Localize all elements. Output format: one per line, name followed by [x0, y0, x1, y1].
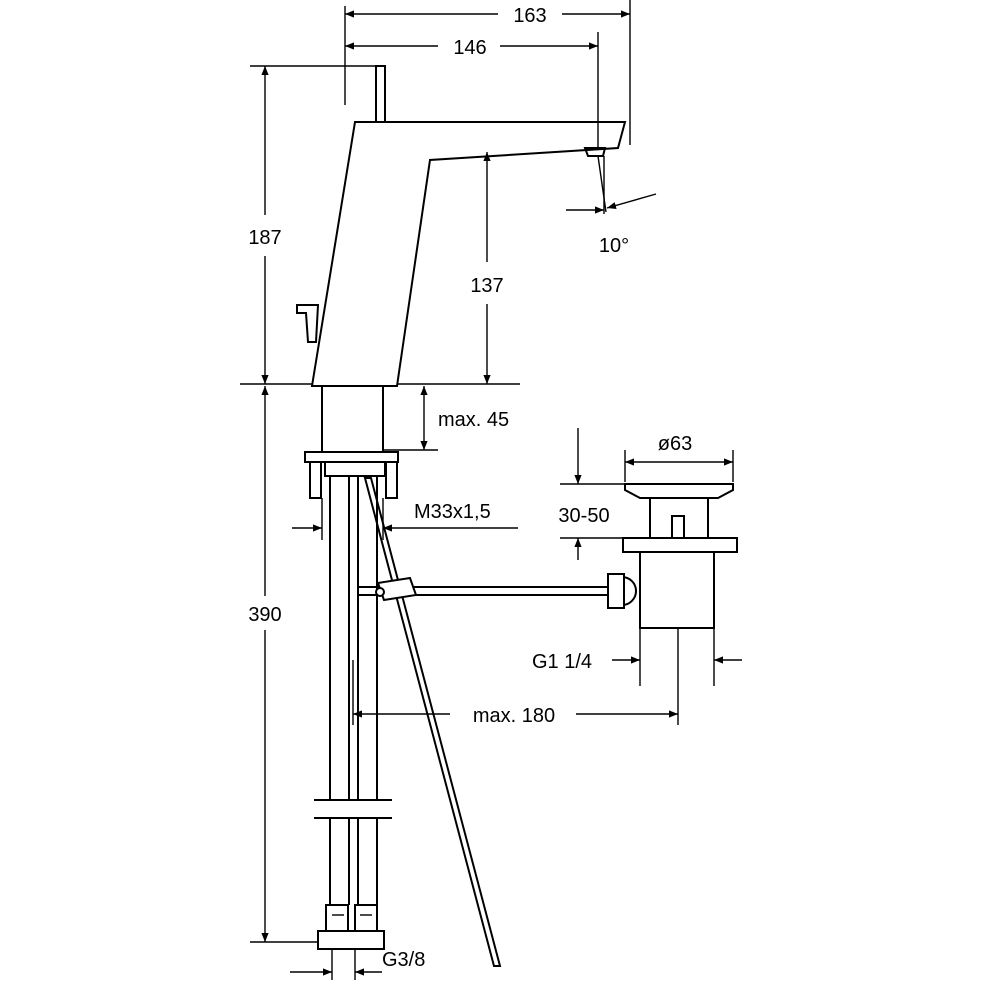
dim-spout-angle: 10°	[566, 155, 657, 257]
label-max-thickness: max. 45	[438, 409, 509, 431]
label-thread: M33x1,5	[414, 501, 491, 523]
dim-rod-max: max. 180	[352, 660, 678, 727]
label-supply-thread: G3/8	[382, 949, 425, 971]
label-waste-diameter: ø63	[658, 433, 692, 455]
dim-supply-thread: G3/8	[290, 949, 425, 980]
linkage-rod	[358, 576, 620, 602]
label-spout-angle: 10°	[599, 235, 629, 257]
dim-plug-lift: 30-50	[558, 428, 625, 560]
label-spout-height: 137	[470, 275, 503, 297]
supply-hoses	[314, 476, 392, 905]
pop-up-lever	[375, 65, 386, 123]
label-install-depth: 390	[248, 604, 281, 626]
dim-waste-thread: G1 1/4	[532, 628, 742, 725]
dim-install-depth: 390	[248, 386, 318, 943]
dim-height-total: 187	[240, 65, 376, 385]
dim-max-thickness: max. 45	[383, 386, 509, 451]
hose-fittings	[317, 904, 385, 950]
label-height-total: 187	[248, 227, 281, 249]
label-plug-lift: 30-50	[558, 505, 609, 527]
rear-lever	[296, 304, 320, 343]
label-rod-max: max. 180	[473, 705, 555, 727]
mounting-shank	[321, 386, 384, 452]
mounting-clamp	[304, 451, 399, 499]
dim-width-total: 163	[344, 0, 631, 145]
dim-spout-reach: 146	[345, 32, 599, 150]
pull-rod	[363, 477, 502, 967]
dim-spout-height: 137	[397, 152, 520, 385]
label-spout-reach: 146	[453, 37, 486, 59]
label-waste-thread: G1 1/4	[532, 651, 592, 673]
label-width-total: 163	[513, 5, 546, 27]
faucet-body	[310, 121, 627, 387]
dim-waste-diameter: ø63	[624, 433, 734, 482]
dim-thread: M33x1,5	[292, 498, 518, 540]
waste-valve	[607, 483, 738, 629]
